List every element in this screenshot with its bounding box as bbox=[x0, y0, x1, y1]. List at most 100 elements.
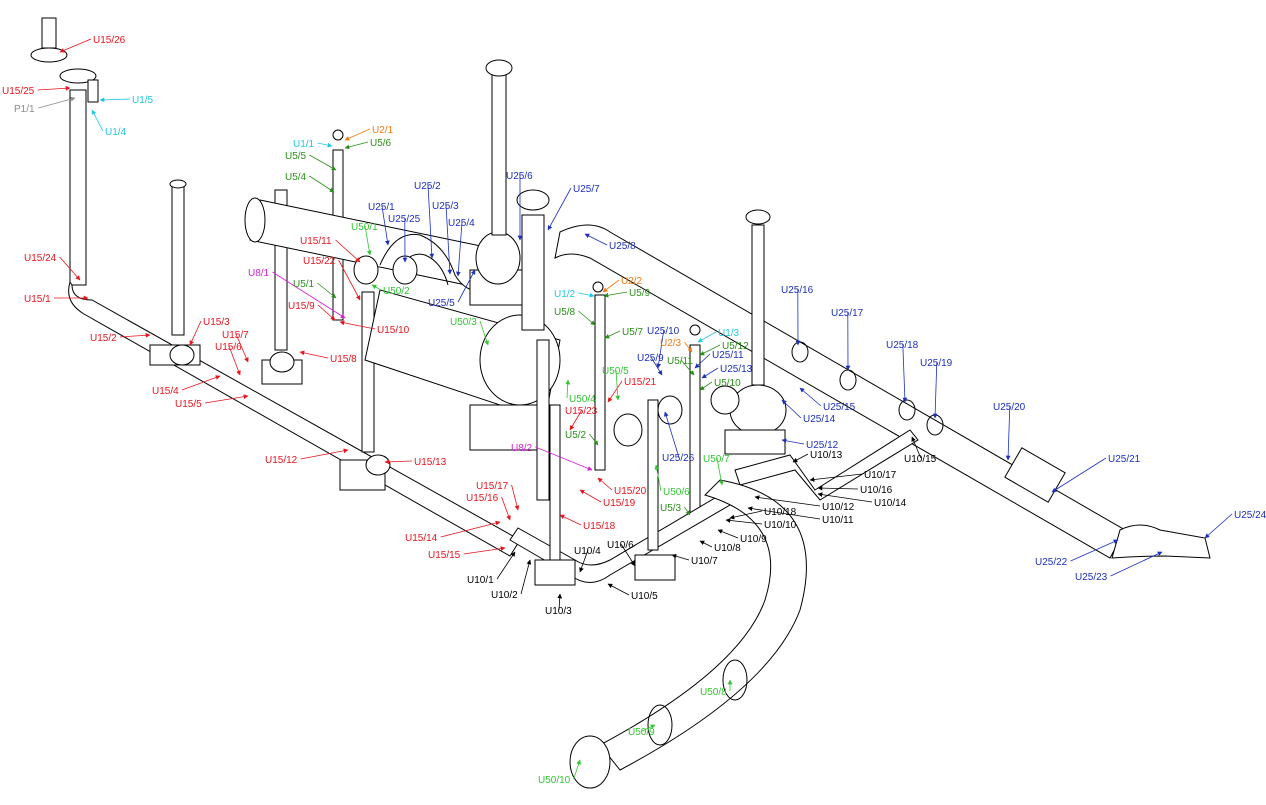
top-flange bbox=[30, 47, 68, 63]
label-u15-5: U15/5 bbox=[175, 399, 202, 410]
leader-u15-20 bbox=[597, 477, 613, 491]
label-u5-10: U5/10 bbox=[714, 378, 741, 389]
support-cap-1 bbox=[169, 179, 187, 189]
label-u15-21: U15/21 bbox=[624, 377, 657, 388]
label-u50-3: U50/3 bbox=[450, 317, 477, 328]
leader-u15-23 bbox=[569, 409, 583, 431]
label-u25-8: U25/8 bbox=[609, 241, 636, 252]
leader-u15-25 bbox=[37, 85, 71, 91]
leader-u15-21 bbox=[607, 380, 623, 403]
label-u2-3: U2/3 bbox=[660, 338, 682, 349]
leader-u8-2 bbox=[535, 446, 593, 471]
leader-u1-4 bbox=[91, 109, 104, 132]
label-u15-17: U15/17 bbox=[476, 481, 509, 492]
label-u10-7: U10/7 bbox=[691, 556, 718, 567]
pump-1-stem bbox=[491, 74, 507, 236]
leader-u2-1 bbox=[344, 128, 371, 141]
leader-u15-14 bbox=[440, 520, 501, 538]
label-u2-1: U2/1 bbox=[372, 125, 394, 136]
label-u10-11: U10/11 bbox=[822, 515, 854, 526]
label-u25-7: U25/7 bbox=[573, 184, 600, 195]
label-u25-11: U25/11 bbox=[712, 350, 744, 361]
label-u15-18: U15/18 bbox=[583, 521, 616, 532]
label-u25-2: U25/2 bbox=[414, 181, 441, 192]
label-u5-11: U5/11 bbox=[667, 356, 693, 367]
label-u15-13: U15/13 bbox=[414, 457, 447, 468]
label-u15-25: U15/25 bbox=[2, 86, 35, 97]
u50-sleeve-1 bbox=[647, 704, 673, 746]
leader-u15-26 bbox=[59, 38, 92, 53]
label-u25-5: U25/5 bbox=[428, 298, 455, 309]
label-u10-2: U10/2 bbox=[491, 590, 518, 601]
label-u1-4: U1/4 bbox=[105, 127, 127, 138]
leader-u5-4 bbox=[309, 175, 335, 193]
label-u15-19: U15/19 bbox=[603, 498, 636, 509]
pump-3-stem bbox=[751, 224, 765, 386]
leader-u10-2 bbox=[520, 559, 532, 595]
valve-body bbox=[87, 79, 99, 103]
leader-u5-9 bbox=[603, 291, 628, 298]
label-u15-1: U15/1 bbox=[24, 294, 51, 305]
u50-open-end bbox=[569, 735, 611, 789]
leader-u15-17 bbox=[511, 484, 520, 511]
label-u50-1: U50/1 bbox=[351, 222, 378, 233]
leader-u50-7 bbox=[716, 457, 724, 486]
leader-u50-6 bbox=[654, 464, 662, 492]
leader-u15-22 bbox=[338, 259, 361, 301]
label-u15-26: U15/26 bbox=[93, 35, 126, 46]
leader-u25-1 bbox=[381, 205, 390, 246]
label-u1-1: U1/1 bbox=[293, 139, 315, 150]
label-u25-26: U25/26 bbox=[662, 453, 695, 464]
leader-u10-16 bbox=[817, 485, 859, 491]
label-u50-7: U50/7 bbox=[703, 454, 730, 465]
label-p1-1: P1/1 bbox=[14, 104, 35, 115]
leader-u5-3 bbox=[684, 506, 691, 516]
label-u25-6: U25/6 bbox=[506, 171, 533, 182]
leader-u5-11 bbox=[680, 359, 695, 376]
pump-2-cap bbox=[516, 189, 550, 211]
label-u10-8: U10/8 bbox=[714, 543, 741, 554]
leader-u5-10 bbox=[699, 381, 713, 391]
leader-u25-20 bbox=[1005, 405, 1011, 461]
pump-1-cap bbox=[485, 59, 513, 77]
label-u10-15: U10/15 bbox=[904, 454, 937, 465]
label-u15-16: U15/16 bbox=[466, 493, 499, 504]
label-u25-17: U25/17 bbox=[831, 308, 864, 319]
label-u25-22: U25/22 bbox=[1035, 557, 1068, 568]
label-u10-13: U10/13 bbox=[810, 450, 843, 461]
leader-u25-14 bbox=[781, 399, 802, 419]
leader-u10-12 bbox=[754, 495, 821, 507]
leader-u15-6 bbox=[228, 345, 241, 376]
label-u1-2: U1/2 bbox=[554, 289, 576, 300]
leader-u10-8 bbox=[699, 540, 713, 548]
leader-u25-12 bbox=[781, 438, 805, 445]
fitting-c bbox=[613, 413, 643, 447]
label-u25-9: U25/9 bbox=[637, 353, 664, 364]
leader-u5-12 bbox=[699, 344, 721, 356]
label-u15-20: U15/20 bbox=[614, 486, 647, 497]
leader-u50-10 bbox=[573, 759, 581, 780]
label-u10-14: U10/14 bbox=[874, 498, 907, 509]
fitting-d bbox=[657, 395, 683, 425]
support-post-5 bbox=[549, 404, 561, 566]
label-u15-14: U15/14 bbox=[405, 533, 438, 544]
support-post-4 bbox=[536, 339, 550, 501]
leader-u25-22 bbox=[1070, 539, 1119, 562]
leader-u25-10 bbox=[656, 329, 665, 369]
label-u10-3: U10/3 bbox=[545, 606, 572, 617]
leader-u25-18 bbox=[902, 343, 908, 403]
label-u50-5: U50/5 bbox=[602, 366, 629, 377]
leader-u50-3 bbox=[479, 320, 489, 346]
label-u5-6: U5/6 bbox=[370, 138, 392, 149]
leader-u15-9 bbox=[317, 304, 336, 321]
label-u15-9: U15/9 bbox=[288, 301, 315, 312]
label-u2-2: U2/2 bbox=[621, 276, 643, 287]
leader-u15-12 bbox=[300, 448, 349, 460]
pump-3-base bbox=[724, 429, 786, 455]
leader-u50-9 bbox=[641, 724, 656, 732]
label-u25-25: U25/25 bbox=[388, 214, 421, 225]
leader-u15-7 bbox=[235, 333, 249, 363]
leader-u25-9 bbox=[650, 356, 663, 376]
leader-u10-1 bbox=[496, 551, 516, 580]
